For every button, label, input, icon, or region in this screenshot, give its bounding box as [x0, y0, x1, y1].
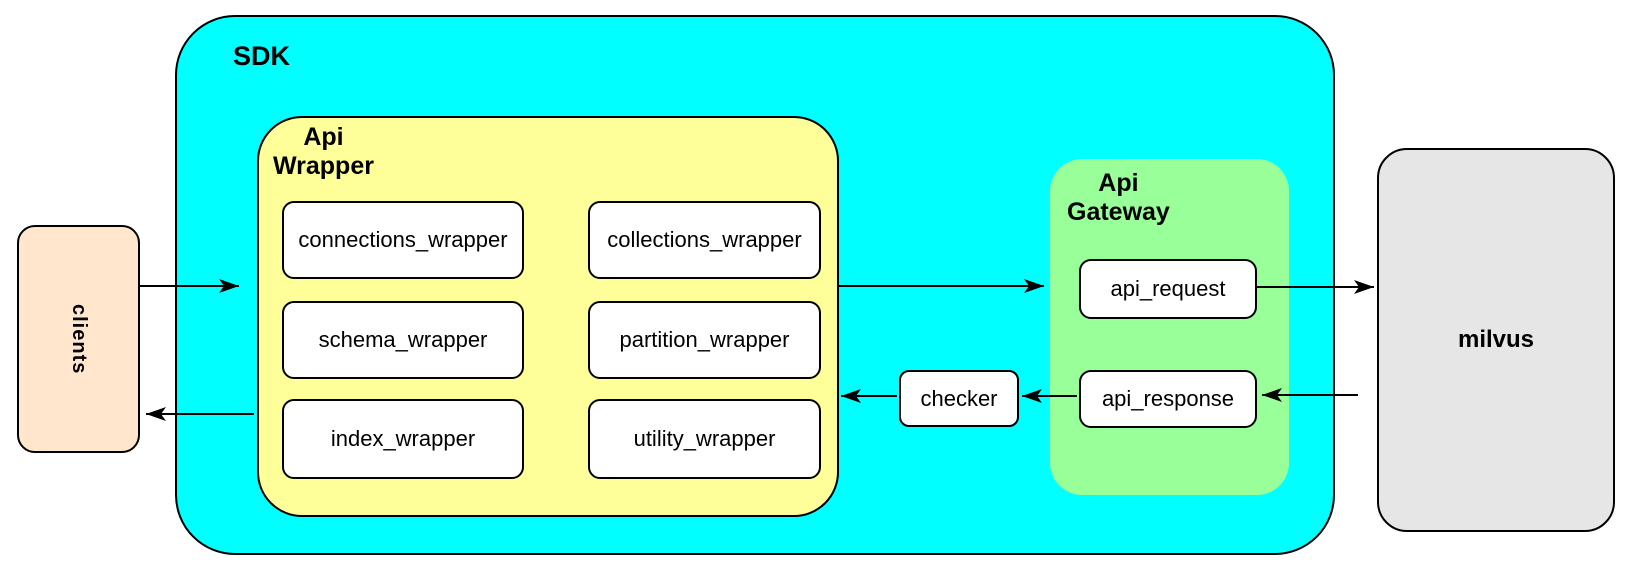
api-response-node: api_response	[1079, 370, 1257, 428]
index-wrapper-node: index_wrapper	[282, 399, 524, 479]
clients-node: clients	[17, 225, 140, 453]
api-gateway-container: Api Gateway api_request api_response	[1050, 159, 1289, 495]
partition-wrapper-node: partition_wrapper	[588, 301, 821, 379]
schema-wrapper-node: schema_wrapper	[282, 301, 524, 379]
utility-wrapper-node: utility_wrapper	[588, 399, 821, 479]
milvus-label: milvus	[1457, 326, 1535, 353]
collections-wrapper-node: collections_wrapper	[588, 201, 821, 279]
api-request-node: api_request	[1079, 259, 1257, 319]
sdk-container: SDK Api Wrapper connections_wrapper coll…	[175, 15, 1335, 555]
connections-wrapper-node: connections_wrapper	[282, 201, 524, 279]
api-wrapper-label: Api Wrapper	[273, 123, 374, 180]
sdk-label: SDK	[233, 41, 291, 71]
milvus-node: milvus	[1377, 148, 1615, 532]
api-gateway-label: Api Gateway	[1067, 169, 1170, 226]
clients-label: clients	[68, 303, 90, 375]
api-wrapper-container: Api Wrapper connections_wrapper collecti…	[257, 116, 839, 517]
checker-node: checker	[899, 370, 1019, 427]
